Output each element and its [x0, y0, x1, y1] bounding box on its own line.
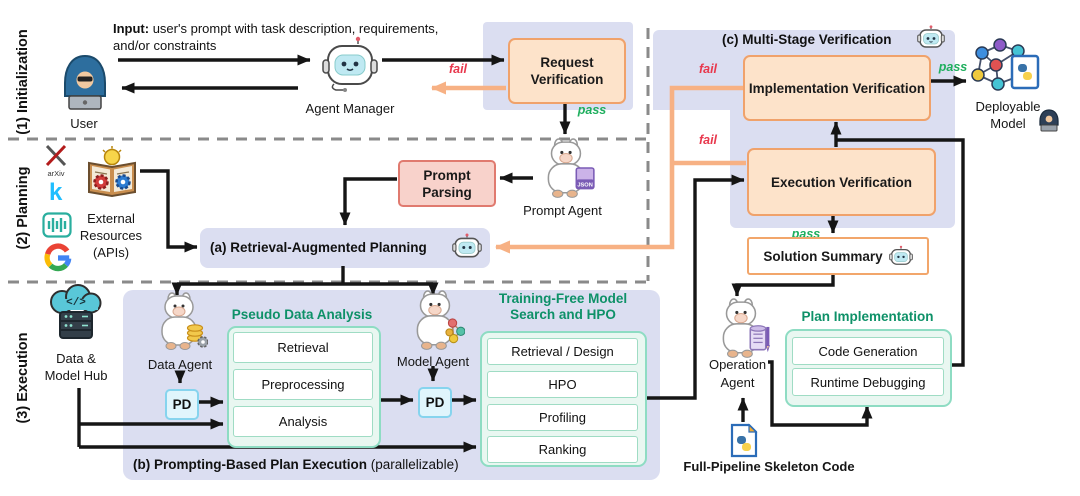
section-label-initialization: (1) Initialization [15, 29, 31, 135]
hub-code-glyph: </> [66, 297, 86, 309]
retrieval-planning-title: (a) Retrieval-Augmented Planning [210, 240, 427, 255]
fail-label-1: fail [448, 62, 468, 76]
external-resources-label: External Resources (APIs) [79, 211, 143, 260]
plan-item-code-generation: Code Generation [792, 337, 944, 365]
input-line1: user's prompt with task description, req… [149, 21, 439, 36]
plan-execution-caption: (b) Prompting-Based Plan Execution (para… [133, 457, 459, 472]
prompt-parsing-box: Prompt Parsing [398, 160, 496, 207]
pseudo-data-badge-1: PD [165, 389, 199, 420]
execution-verification-box: Execution Verification [747, 148, 936, 216]
robot-icon [452, 233, 482, 258]
robot-icon [888, 245, 913, 265]
pass-label-1: pass [577, 103, 607, 117]
data-model-hub-icon: </> [50, 284, 102, 339]
section-label-execution: (3) Execution [15, 332, 31, 424]
agent-manager-icon [322, 36, 378, 92]
request-verification-box: Request Verification [508, 38, 626, 104]
pass-label-2: pass [938, 60, 968, 74]
solution-summary-label: Solution Summary [763, 248, 883, 264]
fail-label-3: fail [698, 133, 718, 147]
prompt-agent-label: Prompt Agent [523, 203, 602, 218]
data-model-hub-label: Data & Model Hub [44, 351, 108, 383]
plan-implementation-title: Plan Implementation [801, 309, 934, 324]
input-line2: and/or constraints [113, 38, 217, 53]
solution-summary-box: Solution Summary [747, 237, 929, 275]
agent-manager-label: Agent Manager [305, 101, 395, 116]
tf-item-retrieval-design: Retrieval / Design [487, 338, 638, 365]
pseudo-item-retrieval: Retrieval [233, 332, 373, 363]
plan-item-runtime-debugging: Runtime Debugging [792, 368, 944, 396]
multistage-title: (c) Multi-Stage Verification [722, 32, 892, 47]
pseudo-data-analysis-title: Pseudo Data Analysis [231, 307, 373, 322]
operation-agent-label: Operation Agent [708, 357, 767, 390]
user-icon [64, 54, 106, 110]
deployable-model-label: Deployable Model [975, 99, 1041, 131]
arxiv-icon [45, 144, 67, 167]
hacker-icon [1039, 109, 1059, 132]
external-resources-icon [88, 146, 136, 198]
model-agent-icon [416, 290, 465, 350]
skeleton-code-label: Full-Pipeline Skeleton Code [683, 459, 855, 474]
json-badge-text: JSON [577, 183, 592, 189]
operation-agent-icon [722, 298, 770, 358]
tf-item-profiling: Profiling [487, 404, 638, 431]
input-description: Input: user's prompt with task descripti… [113, 20, 485, 54]
section-label-planning: (2) Planning [15, 166, 31, 250]
google-icon [44, 243, 72, 272]
kaggle-icon: k [49, 179, 63, 206]
implementation-verification-box: Implementation Verification [743, 55, 931, 121]
data-agent-label: Data Agent [147, 357, 213, 372]
tf-item-hpo: HPO [487, 371, 638, 398]
retrieval-planning-panel [200, 228, 490, 268]
robot-icon [917, 25, 945, 48]
pseudo-item-analysis: Analysis [233, 406, 373, 437]
model-agent-label: Model Agent [396, 354, 470, 369]
pseudo-data-badge-2: PD [418, 387, 452, 418]
pseudo-item-preprocessing: Preprocessing [233, 369, 373, 400]
arxiv-label: arXiv [47, 169, 65, 178]
tf-item-ranking: Ranking [487, 436, 638, 463]
skeleton-code-icon [730, 423, 758, 458]
training-free-title: Training-Free Model Search and HPO [498, 291, 628, 322]
deployable-model-icon [971, 38, 1040, 91]
prompt-agent-icon: JSON [547, 138, 595, 198]
fail-label-2: fail [698, 62, 718, 76]
paperswithcode-icon [42, 212, 72, 238]
input-prefix: Input: [113, 21, 150, 36]
user-label: User [70, 116, 98, 131]
data-agent-icon [161, 292, 208, 350]
